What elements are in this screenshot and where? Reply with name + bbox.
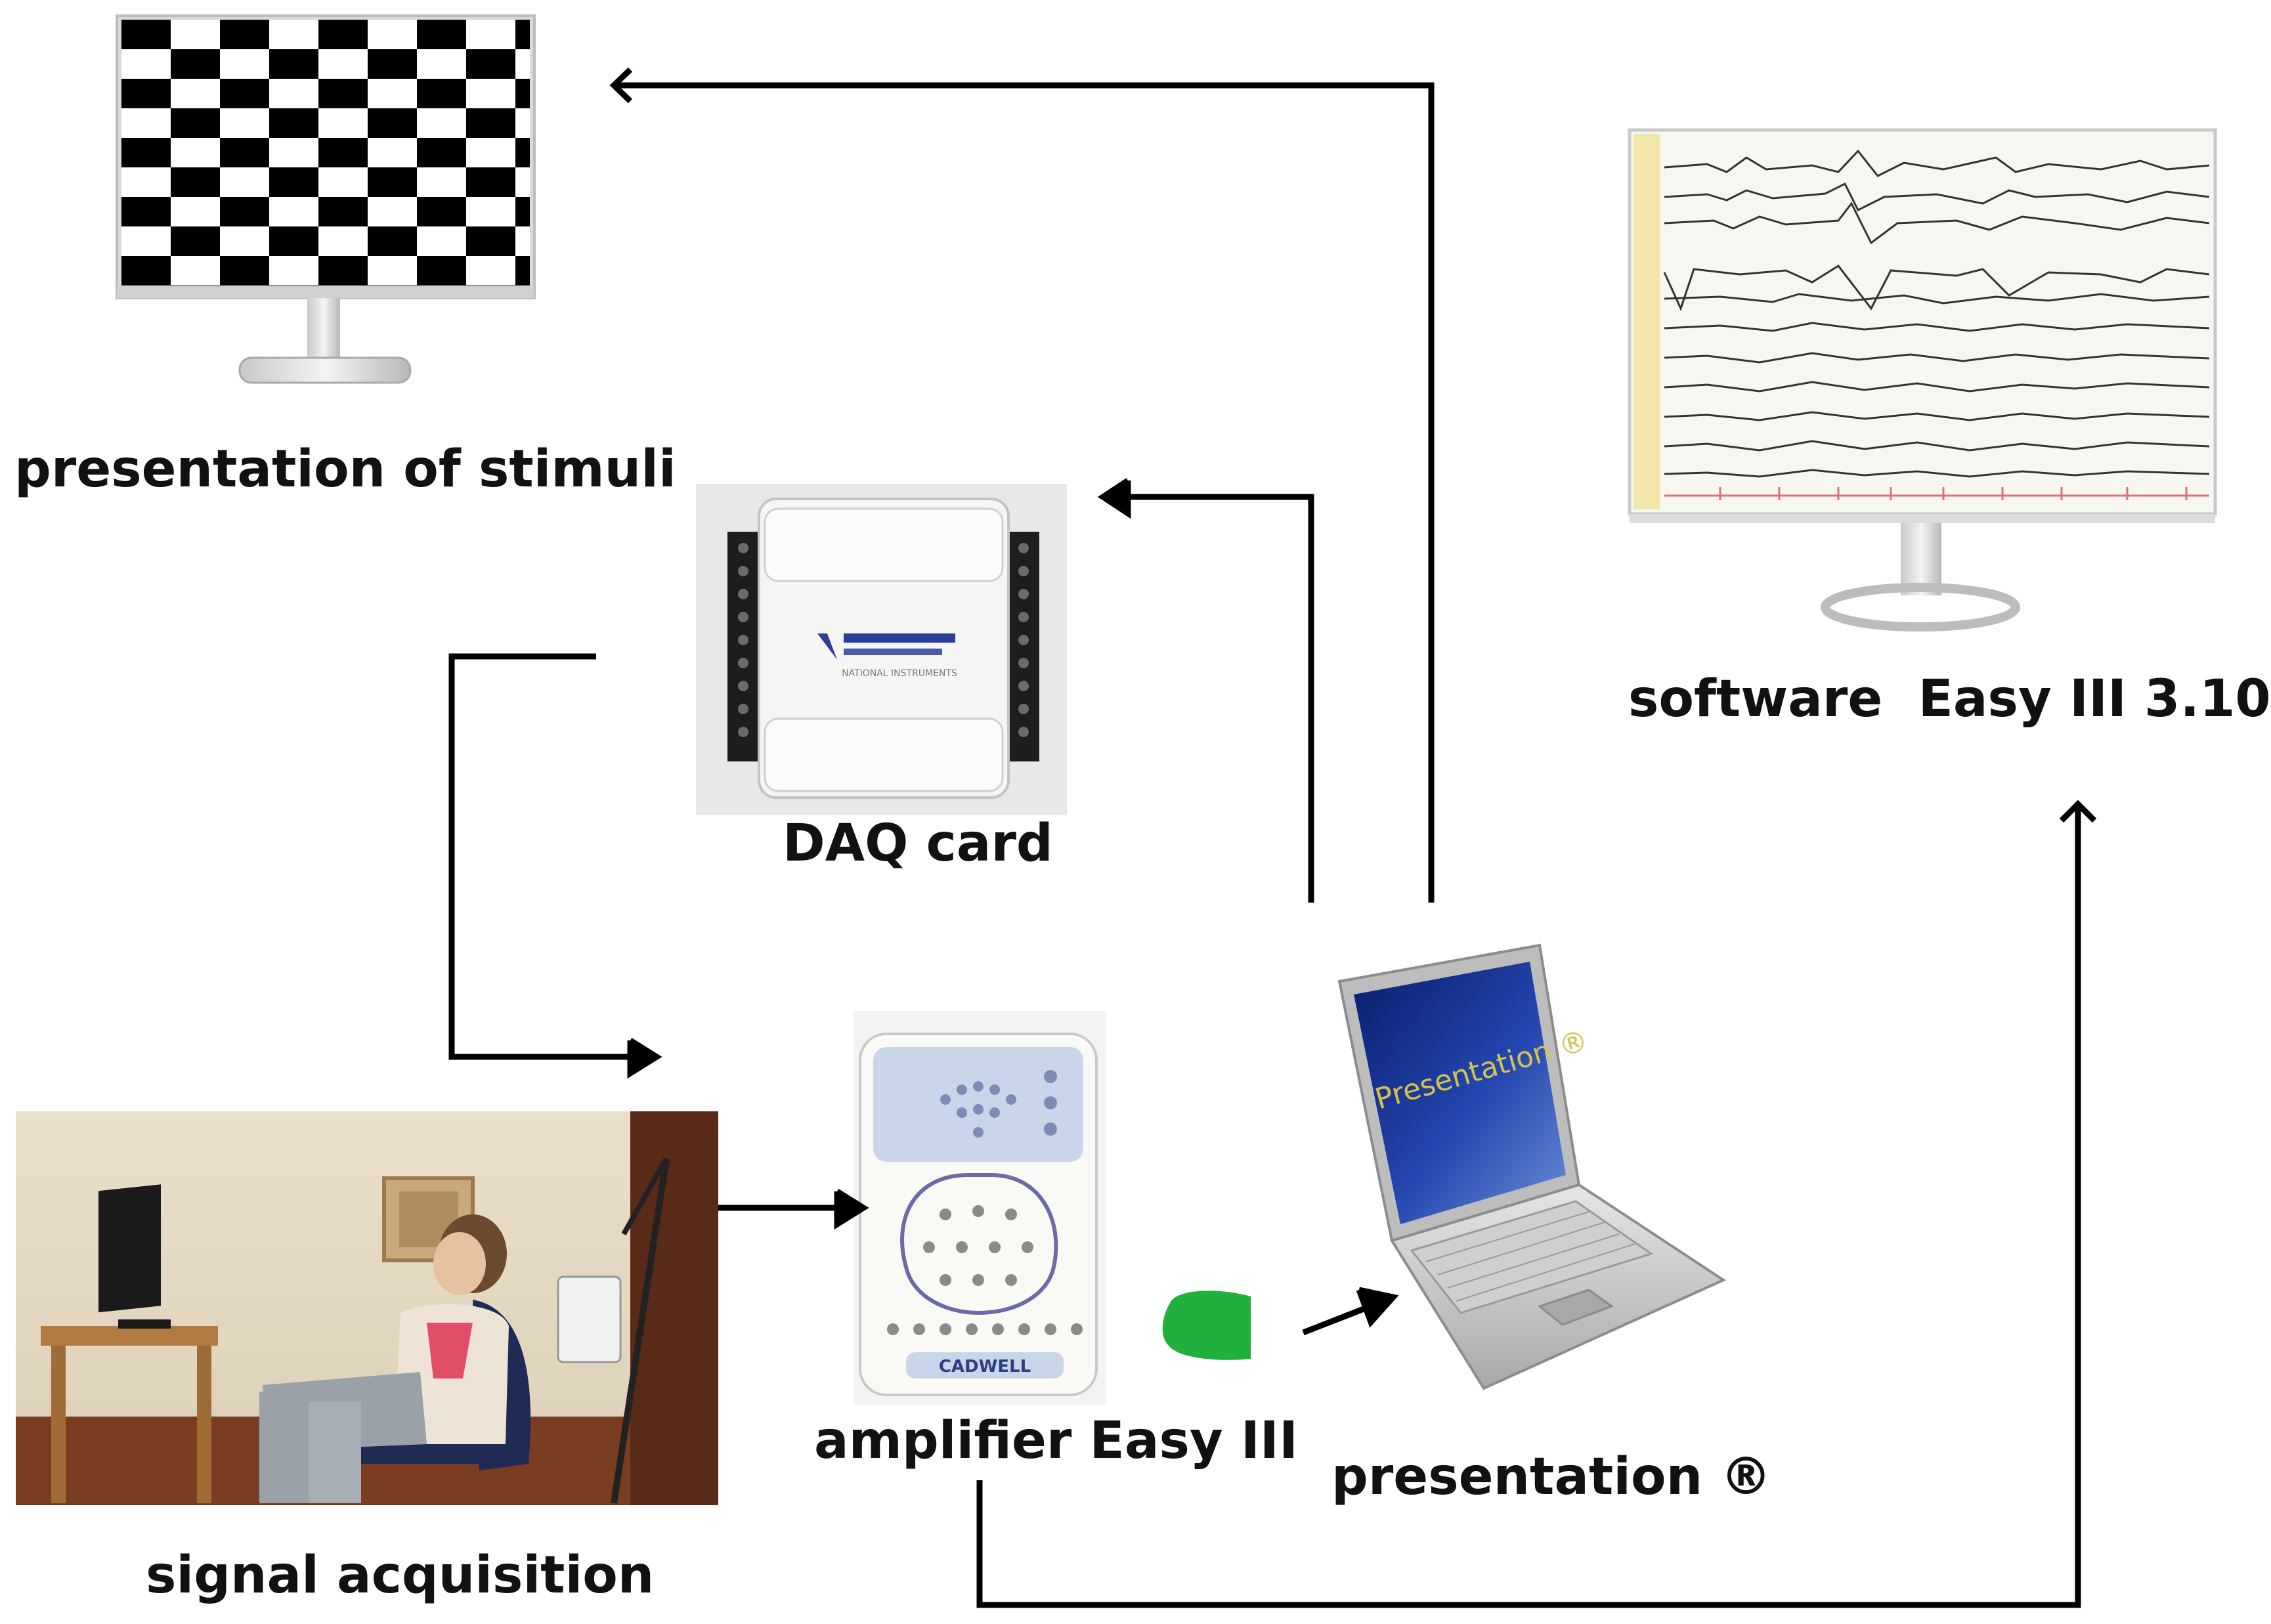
- connector-plug: [1162, 1291, 1251, 1360]
- head-map: [900, 1173, 1058, 1315]
- label-presentation: presentation ®: [1331, 1447, 1772, 1506]
- arrowhead-daq: [1097, 478, 1131, 519]
- arrowhead-plug-to-laptop: [1356, 1287, 1399, 1328]
- arrowhead-software: [2059, 800, 2097, 823]
- daq-brand-text: NATIONAL INSTRUMENTS: [842, 668, 957, 679]
- arrow-amplifier-to-software: [976, 804, 2081, 1608]
- label-daq-card: DAQ card: [783, 814, 1053, 873]
- arrowhead-stimuli: [609, 67, 633, 104]
- amplifier-brand-text: CADWELL: [939, 1357, 1031, 1377]
- arrowhead-amplifier-from-daq: [627, 1038, 662, 1079]
- arrow-to-daq: [1106, 494, 1314, 903]
- label-software-easy-iii: software Easy III 3.10: [1628, 670, 2271, 729]
- keyboard: [1410, 1200, 1654, 1314]
- laptop: Presentation ®: [1337, 943, 1727, 1390]
- trackpad: [1537, 1289, 1614, 1326]
- amplifier-device: CADWELL: [854, 1011, 1106, 1405]
- label-presentation-of-stimuli: presentation of stimuli: [14, 440, 676, 499]
- label-amplifier-easy-iii: amplifier Easy III: [814, 1411, 1298, 1470]
- eeg-traces: [1663, 149, 2210, 478]
- checkerboard-screen: [121, 20, 530, 286]
- label-signal-acquisition: signal acquisition: [146, 1546, 655, 1605]
- software-monitor: [1628, 128, 2217, 631]
- arrowhead-photo-to-amplifier: [834, 1189, 869, 1230]
- laptop-screen: [1354, 962, 1566, 1224]
- arrow-to-stimuli: [614, 82, 1435, 903]
- monitor-stand: [307, 298, 340, 360]
- arrow-daq-to-amplifier: [448, 653, 650, 1060]
- stimuli-monitor: [116, 14, 536, 384]
- connectors: [448, 67, 2097, 1608]
- daq-card: NATIONAL INSTRUMENTS: [696, 484, 1067, 815]
- signal-acquisition-photo: [16, 1111, 718, 1505]
